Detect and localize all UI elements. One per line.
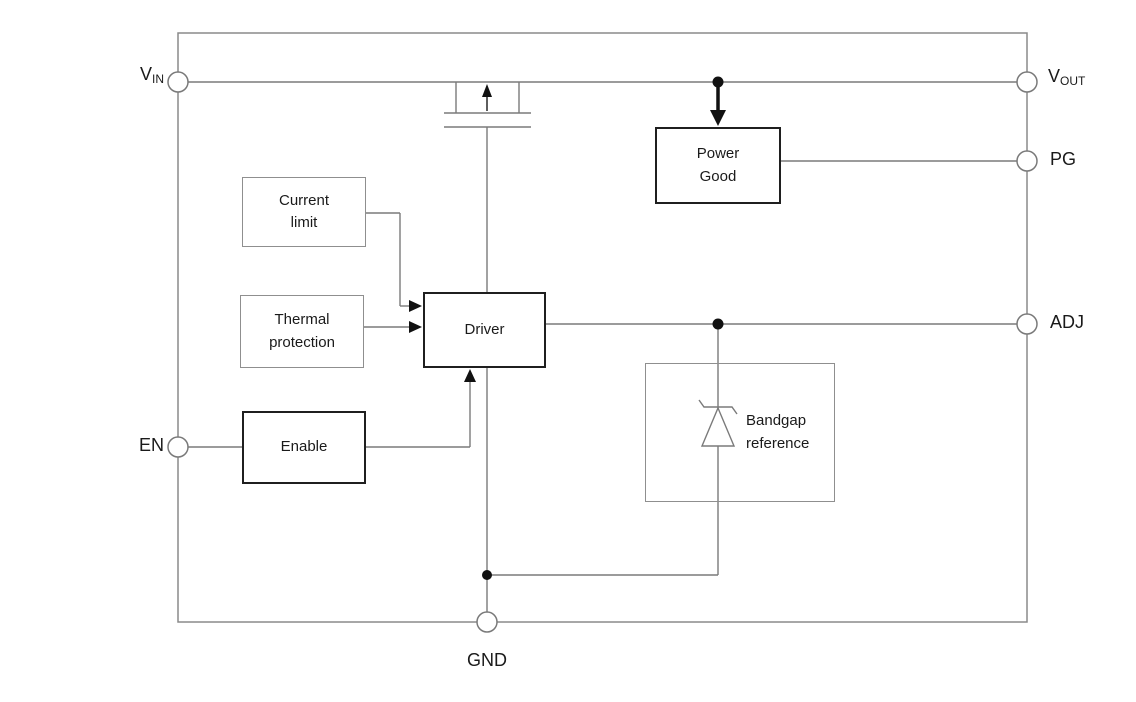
vout-pin <box>1016 71 1038 93</box>
en-pin-label: EN <box>138 435 164 455</box>
enable-arrow-head <box>464 369 476 382</box>
pg-pin <box>1016 150 1038 172</box>
thermal-protection-block: Thermal protection <box>240 295 364 368</box>
bandgap-diode-icon <box>698 399 738 447</box>
diode-triangle <box>700 406 736 447</box>
current-limit-block: Current limit <box>242 177 366 247</box>
pass-transistor-icon <box>444 82 531 128</box>
wire-enable-to-driver <box>366 378 471 448</box>
vin-pin <box>167 71 189 93</box>
thermal-protection-label: Thermal protection <box>269 311 335 351</box>
gnd-pin <box>476 611 498 633</box>
power-good-label: Power Good <box>696 145 740 185</box>
adj-pin-label: ADJ <box>1050 312 1085 332</box>
mosfet-arrow-head <box>482 84 492 97</box>
bandgap-reference-label: Bandgap reference <box>746 412 810 452</box>
thermal-arrow-head <box>409 321 422 333</box>
enable-label: Enable <box>280 438 328 456</box>
currentlimit-arrow-head <box>409 300 422 312</box>
driver-label: Driver <box>464 320 505 338</box>
bandgap-reference-block: Bandgap reference <box>645 363 835 502</box>
adj-pin <box>1016 313 1038 335</box>
diode-zener-bar <box>698 399 738 415</box>
current-limit-label: Current limit <box>278 191 330 232</box>
enable-block: Enable <box>242 411 366 484</box>
junction-dot-rail <box>712 76 724 88</box>
pg-pin-label: PG <box>1050 149 1077 169</box>
powergood-arrow-head <box>710 110 726 126</box>
wire-rail-to-powergood <box>710 85 726 126</box>
junction-dot-adj <box>712 318 724 330</box>
gnd-pin-label: GND <box>467 650 507 670</box>
power-good-block: Power Good <box>655 127 781 204</box>
driver-block: Driver <box>423 292 546 368</box>
junction-dot-ground <box>482 570 492 580</box>
en-pin <box>167 436 189 458</box>
vin-pin-label: VIN <box>139 64 164 86</box>
vout-pin-label: VOUT <box>1048 66 1086 88</box>
wire-currentlimit-to-driver <box>366 212 410 307</box>
